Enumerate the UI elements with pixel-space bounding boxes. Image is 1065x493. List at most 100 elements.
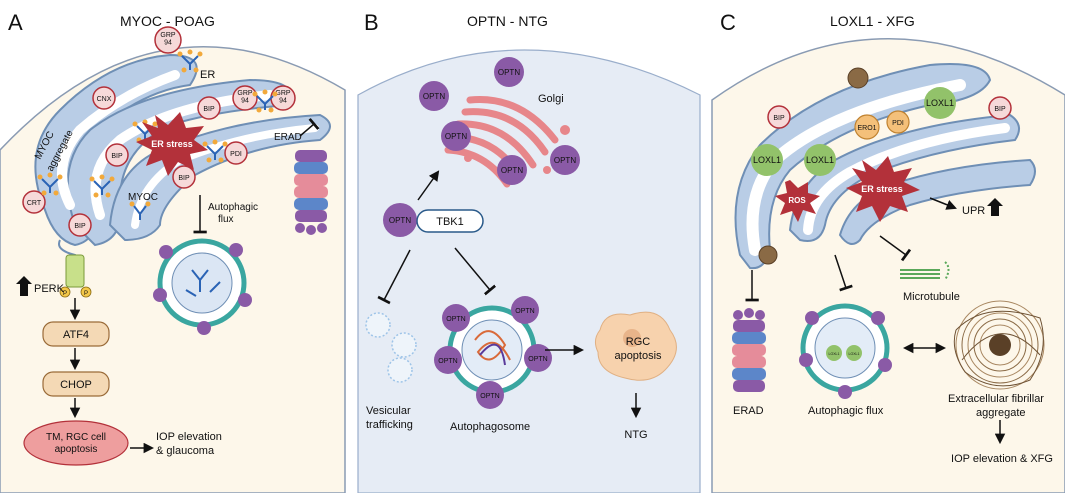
optn-blob-2: OPTN xyxy=(494,57,524,87)
svg-text:P: P xyxy=(63,291,67,297)
svg-text:OPTN: OPTN xyxy=(515,308,534,315)
svg-text:BIP: BIP xyxy=(994,106,1006,113)
proteasome-a xyxy=(294,150,328,235)
erad-label-a: ERAD xyxy=(274,132,302,143)
pdi-enzyme-c: PDI xyxy=(886,110,910,134)
upr-up-arrow xyxy=(987,198,1003,216)
autophagic-label-1: Autophagic xyxy=(208,202,258,213)
svg-text:CRT: CRT xyxy=(27,200,42,207)
optn-blob-10: OPTN xyxy=(476,381,504,409)
vesicles xyxy=(365,312,417,383)
autophagic-label-2: flux xyxy=(218,214,234,225)
p-badge-left: P xyxy=(59,286,71,298)
cell-body-b xyxy=(357,49,701,493)
bip-chaperone-4: BIP xyxy=(68,213,92,237)
svg-text:LOXL1: LOXL1 xyxy=(829,352,840,356)
rgc-apoptotic-cell xyxy=(594,311,677,381)
svg-text:OPTN: OPTN xyxy=(446,316,465,323)
autophagosome-label: Autophagosome xyxy=(450,421,530,433)
panel-c: C LOXL1 - XFG BIP BIP ERO1 PDI LOXL1 xyxy=(711,10,1065,493)
iop-xfg-label: IOP elevation & XFG xyxy=(951,453,1053,465)
perk-receptor xyxy=(65,254,85,288)
svg-text:OPTN: OPTN xyxy=(554,156,576,165)
loxl1-blob-3: LOXL1 xyxy=(804,144,836,176)
optn-blob-6: OPTN xyxy=(442,304,470,332)
svg-text:BIP: BIP xyxy=(178,175,190,182)
microtubule-label: Microtubule xyxy=(903,291,960,303)
svg-text:LOXL1: LOXL1 xyxy=(806,155,834,165)
tbk1-label: TBK1 xyxy=(436,216,464,228)
inhibit-autophagic-c xyxy=(834,254,853,292)
svg-text:OPTN: OPTN xyxy=(438,358,457,365)
rgc-label-1: RGC xyxy=(626,336,651,348)
perk-up-arrow xyxy=(16,276,32,296)
bip-chaperone-1: BIP xyxy=(197,96,221,120)
svg-text:LOXL1: LOXL1 xyxy=(849,352,860,356)
vesicular-label-1: Vesicular xyxy=(366,405,411,417)
svg-text:OPTN: OPTN xyxy=(528,356,547,363)
fibrillar-dot-top xyxy=(847,67,869,89)
er-lumen-c2 xyxy=(803,123,1010,235)
panel-b: B OPTN - NTG Golgi OPTN OPTN OPTN xyxy=(357,10,701,493)
panel-letter-b: B xyxy=(364,10,379,35)
extracellular-aggregate xyxy=(953,300,1045,390)
svg-text:PDI: PDI xyxy=(892,120,904,127)
optn-blob-tbk1: OPTN xyxy=(383,203,417,237)
svg-text:CNX: CNX xyxy=(97,96,112,103)
golgi-vesicle-2 xyxy=(560,125,570,135)
rgc-label-2: apoptosis xyxy=(614,350,662,362)
er-label: ER xyxy=(200,69,215,81)
arrow-optn-golgi xyxy=(417,170,440,201)
svg-text:LOXL1: LOXL1 xyxy=(926,98,954,108)
erad-inhibit-a xyxy=(299,117,320,137)
loxl1-blob-2: LOXL1 xyxy=(751,144,783,176)
optn-blob-9: OPTN xyxy=(524,344,552,372)
panel-letter-c: C xyxy=(720,10,736,35)
cnx-chaperone: CNX xyxy=(92,86,116,110)
svg-text:ROS: ROS xyxy=(788,196,806,205)
bip-chaperone-c2: BIP xyxy=(988,96,1012,120)
extracellular-label-1: Extracellular fibrillar xyxy=(948,393,1044,405)
svg-text:OPTN: OPTN xyxy=(389,216,411,225)
svg-text:OPTN: OPTN xyxy=(445,132,467,141)
svg-text:OPTN: OPTN xyxy=(501,166,523,175)
loxl1-blob-1: LOXL1 xyxy=(924,87,956,119)
ros-star: ROS xyxy=(775,180,820,222)
tm-rgc-oval xyxy=(23,420,129,466)
perk-label: PERK xyxy=(34,283,65,295)
iop-label-2: & glaucoma xyxy=(156,445,215,457)
svg-text:BIP: BIP xyxy=(74,223,86,230)
optn-blob-7: OPTN xyxy=(511,296,539,324)
panel-title-b: OPTN - NTG xyxy=(467,13,548,29)
optn-blob-1: OPTN xyxy=(419,81,449,111)
tbk1-pill xyxy=(416,209,484,233)
autophagosome-c xyxy=(799,303,892,399)
er-tube-outer-c xyxy=(734,63,992,270)
inhibit-microtubule xyxy=(879,235,912,262)
optn-blob-3: OPTN xyxy=(441,121,471,151)
er-stress-star-c: ER stress xyxy=(846,156,920,222)
vesicular-label-2: trafficking xyxy=(366,419,413,431)
svg-text:P: P xyxy=(84,291,88,297)
panel-title-c: LOXL1 - XFG xyxy=(830,13,915,29)
chop-label: CHOP xyxy=(60,379,92,391)
erad-label-c: ERAD xyxy=(733,405,764,417)
golgi-vesicle-1 xyxy=(464,154,472,162)
optn-blob-5: OPTN xyxy=(550,145,580,175)
er-stress-star: ER stress xyxy=(136,112,208,176)
chop-box xyxy=(42,371,110,397)
loxl1-small-1: LOXL1 xyxy=(826,345,842,361)
p-badge-right: P xyxy=(80,286,92,298)
svg-text:ERO1: ERO1 xyxy=(857,125,876,132)
rgc-nucleus xyxy=(623,329,641,347)
optn-blob-4: OPTN xyxy=(497,155,527,185)
upr-label: UPR xyxy=(962,205,985,217)
proteasome-c xyxy=(732,308,766,392)
svg-text:ER stress: ER stress xyxy=(151,139,193,149)
panel-letter-a: A xyxy=(8,10,23,35)
